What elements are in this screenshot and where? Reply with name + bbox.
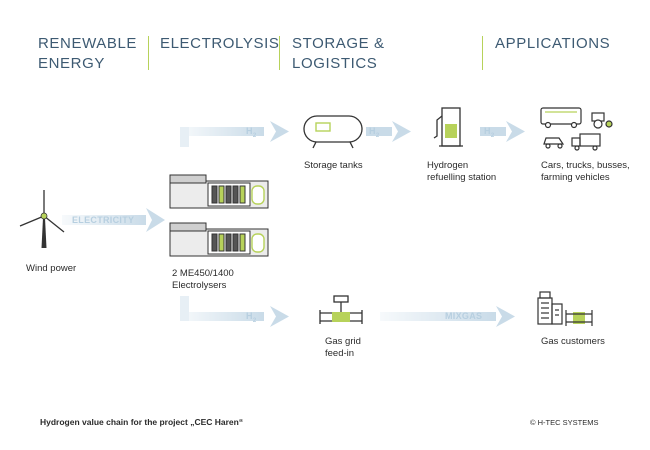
header-separator	[148, 36, 149, 70]
flow-riser-top	[180, 127, 189, 147]
label-gas-grid-feed-in: Gas grid feed-in	[325, 336, 361, 359]
flow-label-h2: H2	[246, 126, 257, 139]
flow-label-mixgas: MIXGAS	[445, 311, 483, 321]
chevron-arrow-icon	[270, 306, 289, 327]
chevron-arrow-icon	[392, 121, 411, 142]
chevron-arrow-icon	[496, 306, 515, 327]
vehicles-icon	[540, 107, 613, 151]
header-electrolysis: ELECTROLYSIS	[160, 35, 280, 52]
header-separator	[482, 36, 483, 70]
flow-label-h2: H2	[369, 126, 380, 139]
header-storage-logistics: STORAGE & LOGISTICS	[292, 35, 385, 72]
industry-buildings-icon	[537, 291, 593, 326]
flow-label-electricity: ELECTRICITY	[72, 215, 135, 225]
chevron-arrow-icon	[270, 121, 289, 142]
flow-bar-top	[180, 127, 264, 136]
flow-bar-electricity	[62, 215, 146, 225]
electrolyser-container-icon	[169, 174, 269, 209]
wind-turbine-icon	[19, 190, 65, 248]
header-renewable-energy: RENEWABLE ENERGY	[38, 35, 138, 72]
flow-bar	[366, 127, 392, 136]
label-wind-power: Wind power	[26, 263, 77, 274]
flow-label-h2: H2	[246, 311, 257, 324]
label-refuelling-station: Hydrogen refuelling station	[427, 160, 497, 183]
fuel-pump-icon	[433, 107, 463, 147]
gas-valve-icon	[319, 295, 363, 324]
chevron-arrow-icon	[506, 121, 525, 142]
header-applications: APPLICATIONS	[495, 35, 611, 52]
diagram-caption: Hydrogen value chain for the project „CE…	[40, 417, 244, 427]
flow-label-h2: H2	[484, 126, 495, 139]
label-storage-tanks: Storage tanks	[304, 160, 363, 171]
label-electrolysers: 2 ME450/1400 Electrolysers	[172, 268, 234, 291]
label-gas-customers: Gas customers	[541, 336, 605, 347]
flow-bar-bottom	[180, 312, 264, 321]
electrolyser-container-icon	[169, 222, 269, 257]
header-separator	[279, 36, 280, 70]
flow-arrows	[62, 121, 525, 327]
chevron-arrow-icon	[146, 208, 165, 232]
flow-riser-bottom	[180, 296, 189, 321]
copyright-notice: © H-TEC SYSTEMS	[530, 418, 599, 427]
storage-tank-icon	[303, 115, 363, 149]
flow-bar	[480, 127, 506, 136]
label-vehicles: Cars, trucks, busses, farming vehicles	[541, 160, 630, 183]
flow-bar-mixgas	[380, 312, 496, 321]
